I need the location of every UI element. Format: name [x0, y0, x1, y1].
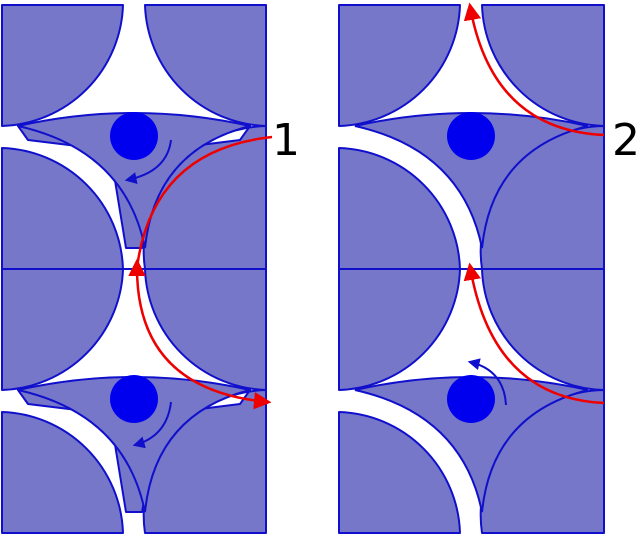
- particle-1-bottom: [110, 375, 158, 423]
- rotation-arrow-2-icon: [467, 358, 507, 406]
- panel-2-label: 2: [612, 115, 640, 166]
- particle-2-bottom: [447, 375, 495, 423]
- path-arrow-2-top-icon: [463, 2, 605, 137]
- path-arrow-2-bottom-icon: [463, 262, 605, 405]
- panel-1: [1, 4, 273, 534]
- panel-2: [338, 2, 605, 534]
- panel-1-label: 1: [272, 115, 300, 166]
- particle-1-top: [110, 112, 158, 160]
- rotation-arrow-1-top-icon: [124, 139, 172, 184]
- rotation-arrow-1-bottom-icon: [132, 401, 172, 449]
- particle-2-top: [447, 112, 495, 160]
